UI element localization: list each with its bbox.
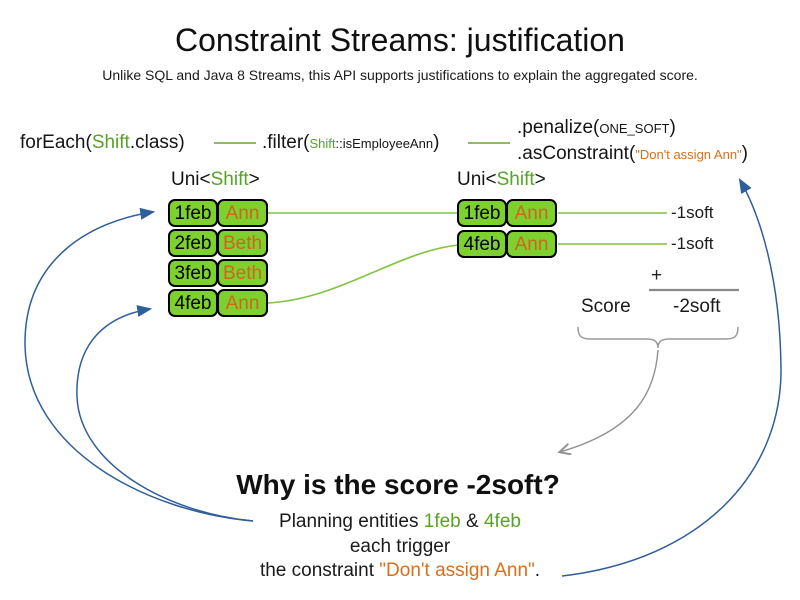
right-row-1feb-date: 1feb [457,199,507,227]
code-asconstraint: .asConstraint("Don't assign Ann") [517,143,748,165]
code-foreach-prefix: forEach( [20,132,92,153]
left-row-4feb-employee: Ann [217,289,268,317]
why-line1-entity2: 4feb [483,511,521,532]
score-label: Score [581,296,631,317]
left-type-prefix: Uni< [171,169,211,190]
right-type-suffix: > [534,169,546,190]
why-line1-prefix: Planning entities [279,511,424,532]
code-filter: .filter(Shift::isEmployeeAnn) [262,132,439,154]
code-filter-arg-class: Shift [309,136,336,151]
left-row-2feb-date: 2feb [168,229,218,257]
right-type-param: Shift [496,169,535,190]
why-line3-suffix: . [534,560,541,581]
left-row-2feb-employee: Beth [217,229,268,257]
left-type-param: Shift [210,169,249,190]
why-line-entities: Planning entities 1feb & 4feb [0,511,800,533]
code-asconstraint-arg: "Don't assign Ann" [635,147,742,162]
code-foreach-arg: Shift [91,132,130,153]
why-line1-joiner: & [460,511,484,532]
left-row-4feb-date: 4feb [168,289,218,317]
right-row-1feb-employee: Ann [506,199,557,227]
why-line-constraint: the constraint "Don't assign Ann". [0,560,800,582]
why-line3-constraint: "Don't assign Ann" [379,560,535,581]
page-title: Constraint Streams: justification [175,22,625,58]
code-filter-prefix: .filter( [262,132,310,153]
left-stream-type: Uni<Shift> [171,169,260,191]
left-row-1feb-employee: Ann [217,199,268,227]
link-4feb-left-to-right [267,244,459,304]
right-type-prefix: Uni< [457,169,497,190]
left-row-3feb-employee: Beth [217,259,268,287]
sum-plus-sign: + [651,265,663,286]
code-foreach: forEach(Shift.class) [20,132,185,154]
left-row-3feb-date: 3feb [168,259,218,287]
why-line3-prefix: the constraint [259,560,380,581]
code-foreach-suffix: .class) [129,132,185,153]
code-asconstraint-suffix: ) [741,143,748,164]
score-brace [577,326,739,349]
right-row-4feb-date: 4feb [457,230,507,258]
arrow-score-to-why [560,349,659,452]
code-penalize-suffix: ) [669,117,676,138]
score-value: -2soft [673,296,721,317]
left-type-suffix: > [248,169,260,190]
left-row-1feb-date: 1feb [168,199,218,227]
code-filter-arg-method: ::isEmployeeAnn [335,136,434,151]
why-heading: Why is the score -2soft? [236,469,560,500]
code-penalize: .penalize(ONE_SOFT) [517,117,676,139]
why-line1-entity1: 1feb [423,511,461,532]
penalty-1feb: -1soft [671,203,714,222]
page-subtitle: Unlike SQL and Java 8 Streams, this API … [102,67,698,83]
penalty-4feb: -1soft [671,234,714,253]
right-stream-type: Uni<Shift> [457,169,546,191]
code-asconstraint-prefix: .asConstraint( [517,143,636,164]
why-line-trigger: each trigger [349,536,451,557]
right-row-4feb-employee: Ann [506,230,557,258]
code-filter-suffix: ) [433,132,440,153]
code-penalize-arg: ONE_SOFT [599,121,670,136]
code-penalize-prefix: .penalize( [517,117,600,138]
